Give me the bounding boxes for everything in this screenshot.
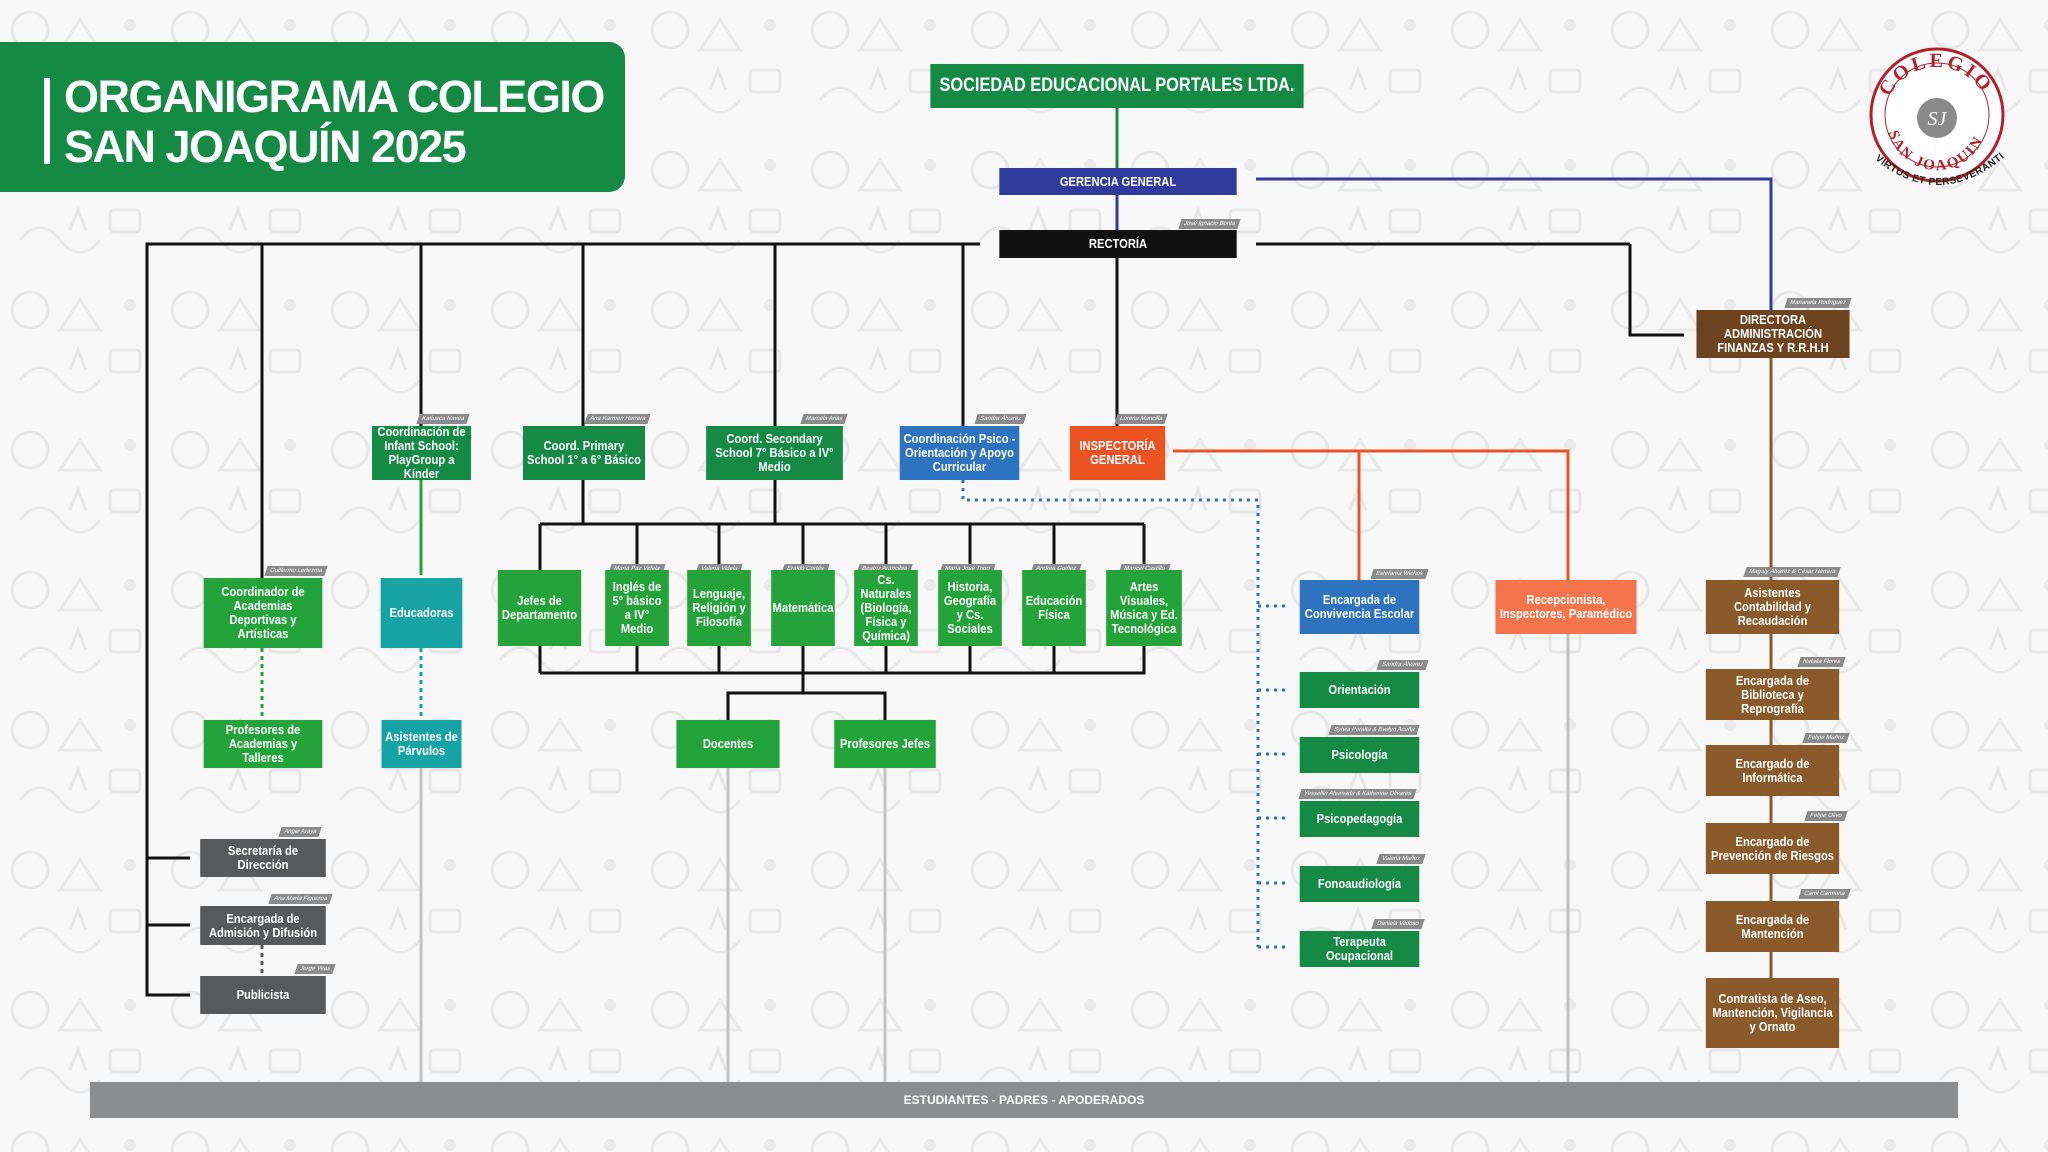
name-mantencion: Carol Carmona — [1798, 889, 1851, 899]
node-ed-fisica: Educación Física — [1022, 570, 1086, 646]
name-coord-secondary: Marcela Arias — [800, 414, 848, 424]
name-coord-psico: Sandra Álvarez — [974, 414, 1027, 424]
node-coord-primary: Coord. Primary School 1° a 6° Básico — [522, 426, 646, 480]
name-contabilidad: Magaly Álvarez & César Herrera — [1743, 567, 1841, 577]
name-secretaria: Angie Araya — [278, 827, 322, 837]
node-gerencia: GERENCIA GENERAL — [999, 168, 1237, 195]
node-secretaria: Secretaría de Dirección — [200, 839, 326, 877]
node-fonoaudiologia: Fonoaudiología — [1299, 866, 1420, 902]
node-biblioteca: Encargada de Biblioteca y Reprografía — [1705, 669, 1840, 720]
node-prof-academias: Profesores de Academias y Talleres — [203, 720, 323, 768]
name-psicologia: Sylvia Peralta & Evelyn Acuña — [1328, 725, 1421, 735]
name-orientacion: Sandra Álvarez — [1376, 660, 1429, 670]
node-contabilidad: Asistentes Contabilidad y Recaudación — [1705, 580, 1840, 634]
name-inspectoria: Lorena Mancilla — [1114, 414, 1168, 424]
node-ingles: Inglés de 5° básico a IV° Medio — [605, 570, 669, 646]
name-directora: Marianela Rodríguez — [1784, 298, 1852, 308]
node-coord-academias: Coordinador de Academias Deportivas y Ar… — [203, 578, 323, 648]
name-biblioteca: Natalia Flores — [1797, 657, 1846, 667]
node-rectoria: RECTORÍA — [999, 230, 1237, 258]
logo-monogram: SJ — [1928, 108, 1948, 130]
page-title: ORGANIGRAMA COLEGIO SAN JOAQUÍN 2025 — [64, 72, 624, 172]
node-psicologia: Psicología — [1299, 737, 1420, 773]
name-informatica: Felipe Muñoz — [1802, 733, 1850, 743]
node-educadoras: Educadoras — [380, 578, 463, 648]
title-accent-bar — [44, 78, 50, 164]
node-mantencion: Encargada de Mantención — [1705, 901, 1840, 952]
node-informatica: Encargado de Informática — [1705, 745, 1840, 796]
node-sociedad: SOCIEDAD EDUCACIONAL PORTALES LTDA. — [930, 64, 1304, 108]
node-asistentes-parvulos: Asistentes de Párvulos — [381, 720, 462, 768]
node-prevencion: Encargado de Prevención de Riesgos — [1705, 823, 1840, 874]
node-convivencia: Encargada de Convivencia Escolar — [1299, 580, 1420, 634]
node-coord-psico: Coordinación Psico - Orientación y Apoyo… — [899, 426, 1020, 480]
node-publicista: Publicista — [200, 976, 326, 1014]
name-publicista: Jorge Veas — [294, 964, 336, 974]
node-aseo: Contratista de Aseo, Mantención, Vigilan… — [1705, 978, 1840, 1048]
node-lenguaje: Lenguaje, Religión y Filosofía — [687, 570, 751, 646]
name-convivencia: Estefanía Wichos — [1370, 569, 1429, 579]
name-psicopedagogia: Yessellin Ahumada & Katherine Olivares — [1298, 789, 1417, 799]
node-ciencias: Cs. Naturales (Biología, Física y Químic… — [854, 570, 918, 646]
footer-label: ESTUDIANTES - PADRES - APODERADOS — [903, 1093, 1145, 1107]
name-fonoaudiologia: Valeria Muñoz — [1376, 854, 1426, 864]
node-artes: Artes Visuales, Música y Ed. Tecnológica — [1106, 570, 1182, 646]
title-banner — [0, 42, 625, 192]
node-docentes: Docentes — [676, 720, 780, 768]
node-matematica: Matemática — [771, 570, 835, 646]
node-terapeuta: Terapeuta Ocupacional — [1299, 931, 1420, 967]
name-prevencion: Felipe Olivo — [1804, 811, 1848, 821]
name-terapeuta: Daniela Vildoso — [1371, 919, 1425, 929]
node-inspectoria: INSPECTORÍA GENERAL — [1069, 426, 1166, 480]
name-coord-infant: Katiusca Navea — [416, 414, 470, 424]
name-coord-primary: Ana Karmen Herrera — [584, 414, 651, 424]
node-historia: Historia, Geografía y Cs. Sociales — [938, 570, 1002, 646]
name-rectoria: José Ignacio Bonta — [1178, 219, 1241, 229]
node-recepcionista: Recepcionista, Inspectores, Paramédico — [1495, 580, 1637, 634]
name-coord-academias: Guillermo Ledezma — [264, 566, 328, 576]
node-coord-infant: Coordinación de Infant School: PlayGroup… — [372, 425, 471, 481]
school-logo: COLEGIO SAN JOAQUIN SJ VIRTUS ET PERSEVE… — [1862, 40, 2006, 188]
node-psicopedagogia: Psicopedagogía — [1299, 801, 1420, 837]
node-coord-secondary: Coord. Secondary School 7° Básico a IV° … — [706, 426, 843, 480]
title-line-2: SAN JOAQUÍN 2025 — [64, 121, 467, 172]
node-admision: Encargada de Admisión y Difusión — [200, 906, 326, 945]
footer-bar: ESTUDIANTES - PADRES - APODERADOS — [90, 1082, 1958, 1118]
node-prof-jefes: Profesores Jefes — [834, 720, 936, 768]
name-admision: Ana María Figueroa — [268, 894, 333, 904]
node-directora-admin: DIRECTORA ADMINISTRACIÓN FINANZAS Y R.R.… — [1696, 310, 1850, 358]
node-jefes-depto: Jefes de Departamento — [497, 570, 582, 646]
node-orientacion: Orientación — [1299, 672, 1420, 708]
title-line-1: ORGANIGRAMA COLEGIO — [64, 71, 605, 122]
